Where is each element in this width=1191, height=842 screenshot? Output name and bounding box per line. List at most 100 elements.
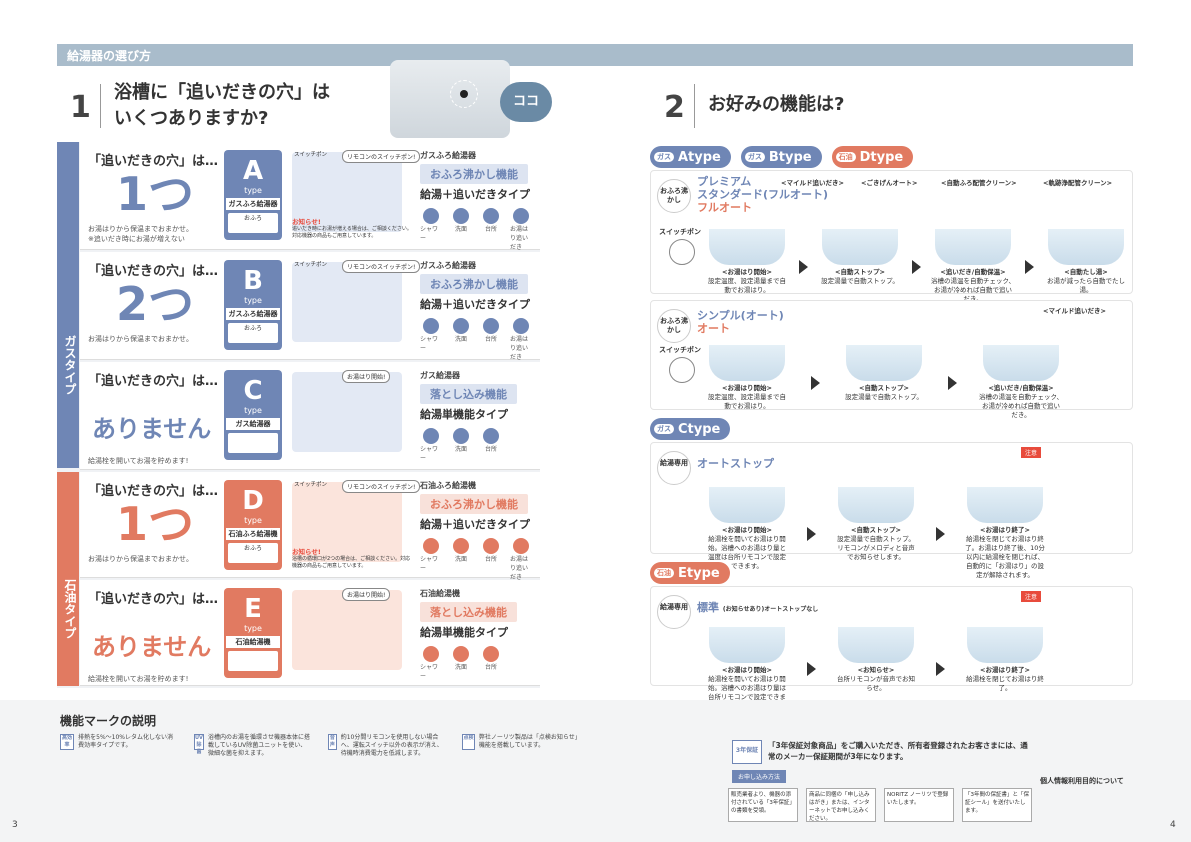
step-arrow bbox=[807, 526, 816, 541]
tub-icon bbox=[983, 345, 1059, 381]
type-btn-e-pre: 石油 bbox=[654, 568, 674, 578]
q2-divider bbox=[694, 84, 695, 128]
type-btn-b-pre: ガス bbox=[744, 152, 765, 162]
page-left: 3 bbox=[12, 820, 18, 830]
wash-label: 洗面 bbox=[454, 336, 467, 343]
tub-icon bbox=[709, 487, 785, 523]
card1-switch: スイッチポン bbox=[659, 228, 701, 236]
bathtub-photo bbox=[390, 60, 510, 138]
shower-icon bbox=[423, 646, 439, 662]
q2-number: 2 bbox=[664, 90, 685, 125]
kitchen-icon bbox=[483, 208, 499, 224]
step-desc: 設定湯量で自動ストップ。 bbox=[845, 393, 923, 401]
type-sub: type bbox=[244, 406, 262, 415]
card-auto: おふろ沸かし シンプル(オート) オート スイッチポン <マイルド追いだき> <… bbox=[650, 300, 1133, 419]
bath-illustration bbox=[292, 590, 402, 670]
q1-divider bbox=[100, 84, 101, 128]
type-letter: C bbox=[243, 376, 263, 406]
step: <お湯はり開始>設定温度、設定湯量まで自動でお湯はり。 bbox=[705, 229, 789, 304]
function-badge: おふろ沸かし機能 bbox=[420, 164, 528, 184]
step-desc: お湯が減ったら自動でたし湯。 bbox=[1047, 277, 1125, 294]
card4-name-sub: (お知らせあり)オートストップなし bbox=[722, 606, 819, 613]
q1-number: 1 bbox=[70, 90, 91, 125]
step: <自動ストップ>設定湯量で自動ストップ。 bbox=[818, 229, 902, 304]
switch-bubble: スイッチポン bbox=[294, 482, 328, 488]
row-answer: 2つ bbox=[116, 277, 195, 331]
step: <自動ストップ>設定湯量で自動ストップ。 bbox=[842, 345, 926, 420]
function-badge: 落とし込み機能 bbox=[420, 602, 517, 622]
faucet-item: シャワー bbox=[420, 538, 442, 581]
faucet-icons: シャワー洗面台所お湯はり追いだき bbox=[420, 538, 532, 581]
function-mark: 点検弊社ノーリツ製品は「点検お知らせ」機能を搭載しています。 bbox=[462, 734, 580, 758]
step: <追いだき/自動保温>浴槽の湯温を自動チェック、お湯が冷めれば自動で追いだき。 bbox=[979, 345, 1063, 420]
speech-bubble: リモコンのスイッチポン! bbox=[342, 260, 421, 273]
card1-name1: プレミアム bbox=[697, 175, 752, 188]
faucet-item: 台所 bbox=[480, 208, 502, 251]
step-title: <お湯はり終了> bbox=[980, 526, 1030, 534]
type-label: 石油ふろ給湯機 bbox=[226, 528, 280, 540]
faucet-item: シャワー bbox=[420, 428, 442, 462]
faucet-item: 洗面 bbox=[450, 538, 472, 581]
guarantee-step: 「3年間の保証書」と「保証シール」を送付いたします。 bbox=[962, 788, 1032, 822]
step-desc: 設定湯量で自動ストップ。リモコンがメロディと音声でお知らせします。 bbox=[837, 535, 915, 561]
shower-icon bbox=[423, 208, 439, 224]
step: <お湯はり終了>給湯栓を閉じてお湯はり終了。 bbox=[963, 627, 1047, 711]
card4-caution: 注意 bbox=[1021, 591, 1042, 602]
faucet-item: 洗面 bbox=[450, 646, 472, 680]
kitchen-label: 台所 bbox=[484, 556, 497, 563]
tub-icon bbox=[822, 229, 898, 265]
type-letter: E bbox=[244, 594, 262, 624]
step-title: <お湯はり開始> bbox=[722, 384, 772, 392]
bath-illustration bbox=[292, 262, 402, 342]
remote-panel bbox=[228, 651, 278, 671]
remote-panel bbox=[228, 433, 278, 453]
type-sub: type bbox=[244, 624, 262, 633]
shower-label: シャワー bbox=[420, 226, 439, 242]
wash-label: 洗面 bbox=[454, 226, 467, 233]
side-label-oil: 石油タイプ bbox=[57, 472, 79, 686]
step-title: <自動ストップ> bbox=[859, 384, 909, 392]
faucet-item: シャワー bbox=[420, 646, 442, 680]
wash-icon bbox=[453, 208, 469, 224]
faucet-item: 台所 bbox=[480, 318, 502, 361]
shower-label: シャワー bbox=[420, 446, 439, 462]
tub-icon bbox=[709, 229, 785, 265]
guarantee-title: 「3年保証対象商品」をご購入いただき、所有者登録されたお客さまには、通常のメーカ… bbox=[768, 741, 1028, 761]
type-btn-d-pre: 石油 bbox=[835, 152, 856, 162]
row-tag: 給湯単機能タイプ bbox=[420, 408, 508, 421]
card1-note-2: <自動ふろ配管クリーン> bbox=[941, 179, 1017, 187]
step-arrow bbox=[912, 259, 921, 274]
type-label: ガスふろ給湯器 bbox=[226, 308, 280, 320]
tub-icon bbox=[709, 345, 785, 381]
mark-text: 弊社ノーリツ製品は「点検お知らせ」機能を搭載しています。 bbox=[478, 734, 578, 749]
header-bar: 給湯器の選び方 bbox=[57, 44, 1133, 66]
card-c: 給湯専用 オートストップ 注意 <お湯はり開始>給湯栓を開いてお湯はり開始。浴槽… bbox=[650, 442, 1133, 579]
kitchen-label: 台所 bbox=[484, 664, 497, 671]
step: <お知らせ>台所リモコンが音声でお知らせ。 bbox=[834, 627, 918, 711]
type-label: 石油給湯機 bbox=[226, 636, 280, 648]
reheat-label: お湯はり追いだき bbox=[510, 226, 529, 251]
bath-illustration bbox=[292, 152, 402, 232]
shower-icon bbox=[423, 428, 439, 444]
function-mark: UV除菌浴槽内のお湯を循環させ機器本体に搭載しているUV除菌ユニットを使い、微細… bbox=[194, 734, 312, 758]
row-note2: ※追いだき時にお湯が増えない bbox=[88, 235, 185, 243]
type-btn-c-name: Ctype bbox=[678, 421, 721, 437]
tub-icon bbox=[846, 345, 922, 381]
switch-bubble: スイッチポン bbox=[294, 262, 328, 268]
tub-icon bbox=[709, 627, 785, 663]
guarantee-badge: 3年保証 bbox=[732, 740, 762, 764]
mark-icon: 点検 bbox=[462, 734, 475, 750]
kitchen-icon bbox=[483, 646, 499, 662]
notice-text: 浴槽の循環口が2つの場合は、ご相談ください。対応機器の商品もご用意しています。 bbox=[292, 556, 411, 569]
card1-name: プレミアム スタンダード(フルオート) フルオート bbox=[697, 175, 828, 214]
card4-name: 標準 (お知らせあり)オートストップなし bbox=[697, 601, 818, 616]
hole-marker bbox=[450, 80, 478, 108]
